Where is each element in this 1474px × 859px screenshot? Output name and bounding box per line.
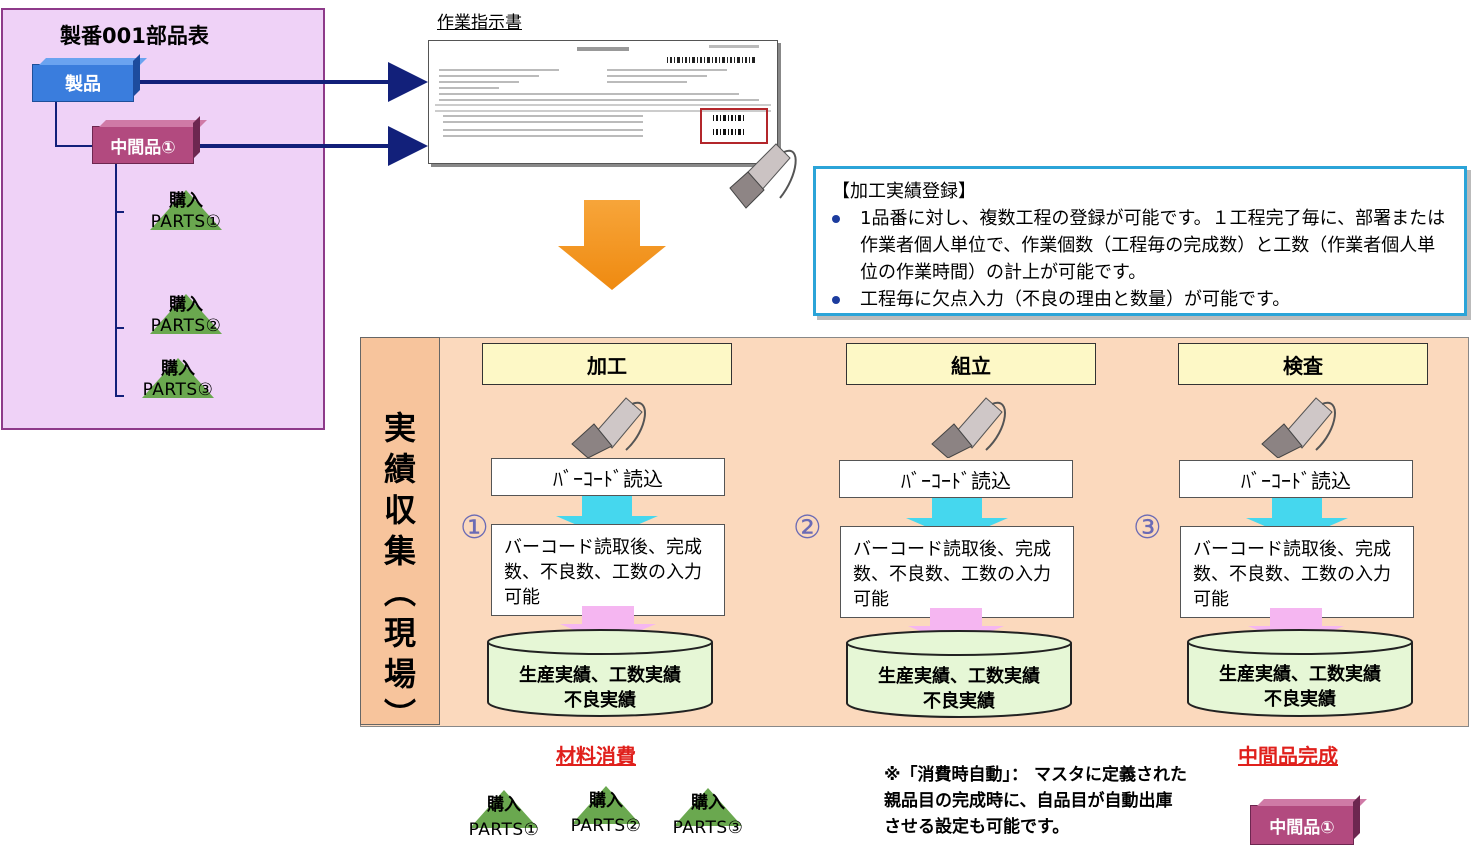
part-type: 購入 [487, 795, 521, 815]
barcode-scanner-icon [1261, 397, 1336, 458]
side-char: 場 [383, 655, 416, 693]
cyan-down-arrow-icon [1246, 498, 1348, 540]
note-line: 親品目の完成時に、自品目が自動出庫 [884, 791, 1173, 811]
triangle-icon [150, 294, 222, 334]
callout-bullet-text: 工程毎に欠点入力（不良の理由と数量）が可能です。 [860, 289, 1291, 310]
part-name: PARTS② [570, 816, 642, 836]
note-line: ※「消費時自動」： マスタに定義された [884, 765, 1187, 785]
database-label-2: 生産実績、工数実績 不良実績 [846, 664, 1072, 714]
part-name: PARTS① [150, 212, 222, 232]
process-description-2: バーコード読取後、完成数、不良数、工数の入力可能 [840, 526, 1074, 618]
triangle-icon [142, 358, 214, 398]
part-type: 購入 [161, 359, 195, 379]
bullet-dot-icon [832, 296, 840, 304]
pink-down-arrow-icon [1248, 608, 1344, 646]
part-name: PARTS① [468, 820, 540, 840]
part-name: PARTS③ [142, 380, 214, 400]
bom-part-2: 購入 PARTS② [136, 290, 236, 354]
collection-side-label: 実 績 収 集 ︵ 現 場 ︶ [361, 408, 439, 736]
cyan-down-arrow-icon [556, 496, 658, 538]
database-cylinder-icon [487, 629, 713, 717]
intermediate-box: 中間品① [92, 116, 207, 164]
barcode-scanner-icon [571, 397, 646, 458]
triangle-icon [150, 190, 222, 230]
bullet-dot-icon [832, 215, 840, 223]
db-line: 生産実績、工数実績 [1219, 664, 1381, 685]
side-char: 収 [383, 491, 416, 529]
consumed-part-2: 購入 PARTS② [556, 786, 656, 850]
auto-consumption-note: ※「消費時自動」： マスタに定義された 親品目の完成時に、自品目が自動出庫 させ… [884, 762, 1244, 840]
product-label: 製品 [65, 74, 101, 95]
part-name: PARTS② [150, 316, 222, 336]
intermediate-label: 中間品① [1269, 817, 1335, 838]
side-char: 集 [383, 532, 416, 570]
process-heading-1: 加工 [482, 343, 732, 385]
bom-part-3: 購入 PARTS③ [128, 354, 228, 418]
barcode-scanner-icon [931, 397, 1006, 458]
barcode-read-box-1: ﾊﾞｰｺｰﾄﾞ読込 [491, 458, 725, 496]
barcode-read-box-2: ﾊﾞｰｺｰﾄﾞ読込 [839, 460, 1073, 498]
step-number-2: ② [793, 508, 822, 546]
side-char: 績 [383, 450, 416, 488]
database-label-3: 生産実績、工数実績 不良実績 [1187, 662, 1413, 712]
db-line: 不良実績 [564, 690, 636, 711]
pink-down-arrow-icon [560, 606, 656, 644]
process-heading-2: 組立 [846, 343, 1096, 385]
step-number-1: ① [460, 508, 489, 546]
callout-title: 【加工実績登録】 [832, 181, 976, 202]
part-name: PARTS③ [672, 818, 744, 838]
bom-tree-lines [55, 102, 124, 397]
intermediate-complete-box: 中間品① [1250, 795, 1367, 845]
product-box: 製品 [32, 54, 147, 102]
db-line: 不良実績 [923, 691, 995, 712]
process-heading-3: 検査 [1178, 343, 1428, 385]
db-line: 不良実績 [1264, 689, 1336, 710]
intermediate-complete-label: 中間品完成 [1238, 744, 1338, 768]
side-char: ︶ [383, 696, 416, 734]
barcode-read-box-3: ﾊﾞｰｺｰﾄﾞ読込 [1179, 460, 1413, 498]
bom-part-1: 購入 PARTS① [136, 186, 236, 250]
part-type: 購入 [169, 191, 203, 211]
collection-side-panel: 実 績 収 集 ︵ 現 場 ︶ [360, 337, 440, 734]
material-consumption-label: 材料消費 [556, 744, 636, 768]
step-number-3: ③ [1133, 508, 1162, 546]
document-thumbnail-icon [435, 45, 771, 144]
database-label-1: 生産実績、工数実績 不良実績 [487, 663, 713, 713]
triangle-icon [572, 786, 640, 824]
work-order-document-image [428, 40, 778, 164]
cyan-down-arrow-icon [906, 498, 1008, 540]
callout-bullet-text: 1品番に対し、複数工程の登録が可能です。１工程完了毎に、部署または作業者個人単位… [860, 208, 1446, 283]
callout-box: 【加工実績登録】 1品番に対し、複数工程の登録が可能です。１工程完了毎に、部署ま… [813, 166, 1467, 316]
triangle-icon [470, 790, 538, 828]
process-description-1: バーコード読取後、完成数、不良数、工数の入力可能 [491, 524, 725, 616]
down-arrow-icon [558, 200, 666, 290]
side-char: ︵ [383, 573, 416, 611]
intermediate-label: 中間品① [110, 137, 176, 158]
work-order-label: 作業指示書 [437, 13, 522, 33]
pink-down-arrow-icon [908, 608, 1004, 646]
database-cylinder-icon [1187, 629, 1413, 717]
process-description-3: バーコード読取後、完成数、不良数、工数の入力可能 [1180, 526, 1414, 618]
side-char: 実 [383, 409, 416, 447]
barcode-scanner-icon [729, 143, 797, 209]
triangle-icon [674, 788, 742, 826]
db-line: 生産実績、工数実績 [878, 666, 1040, 687]
database-cylinder-icon [846, 630, 1072, 718]
consumed-part-3: 購入 PARTS③ [658, 788, 758, 852]
side-char: 現 [383, 614, 416, 652]
part-type: 購入 [169, 295, 203, 315]
db-line: 生産実績、工数実績 [519, 665, 681, 686]
note-line: させる設定も可能です。 [884, 817, 1070, 837]
part-type: 購入 [589, 791, 623, 811]
consumed-part-1: 購入 PARTS① [454, 790, 554, 854]
bom-title: 製番001部品表 [60, 24, 209, 48]
part-type: 購入 [691, 793, 725, 813]
